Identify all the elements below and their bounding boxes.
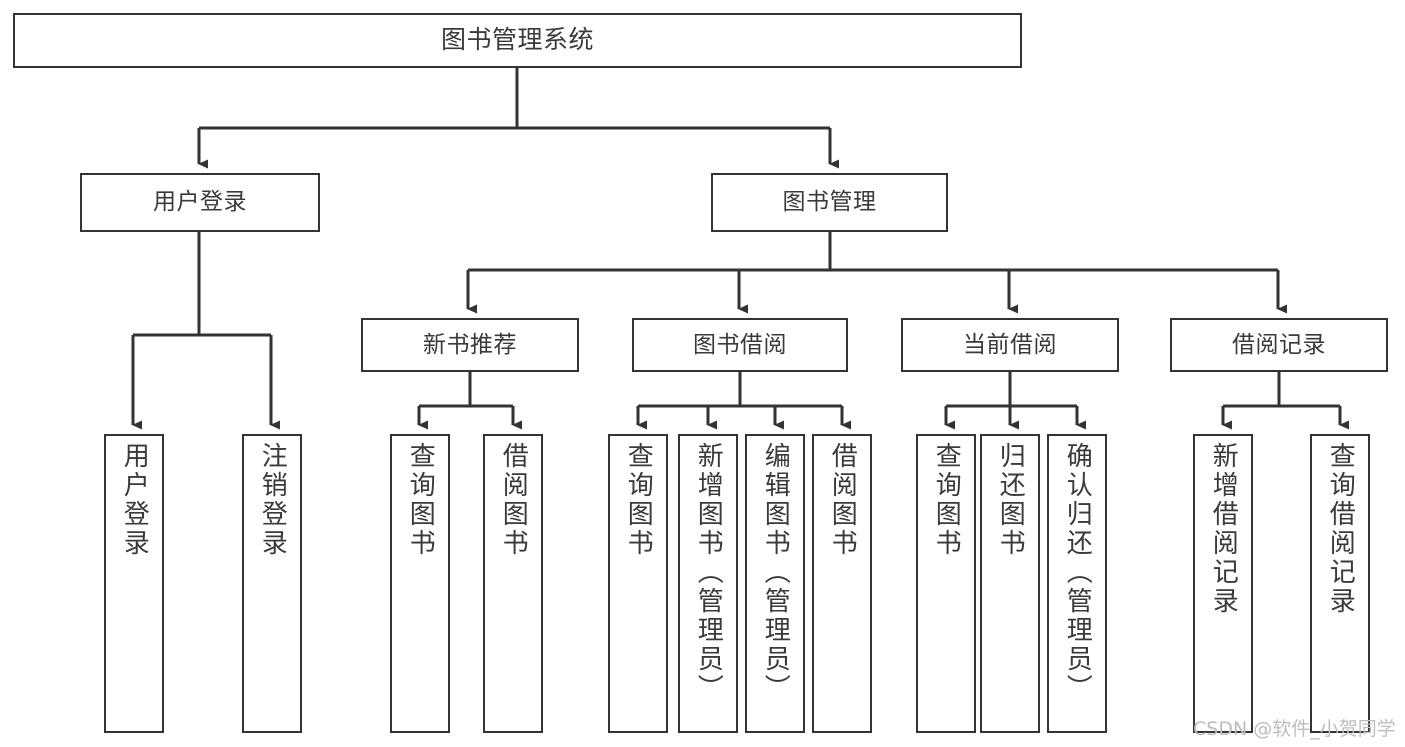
node-label: 编辑图书（管理员） [760, 442, 791, 703]
node-user-login[interactable]: 用户登录 [80, 173, 320, 232]
node-label: 查询借阅记录 [1325, 442, 1356, 616]
node-leaf-logout[interactable]: 注销登录 [242, 434, 302, 733]
node-leaf-query-borrow-record[interactable]: 查询借阅记录 [1310, 434, 1370, 733]
node-leaf-return-book[interactable]: 归还图书 [980, 434, 1040, 733]
node-label: 确认归还（管理员） [1062, 442, 1093, 703]
node-label: 当前借阅 [963, 331, 1057, 358]
node-leaf-borrow-book-recommend[interactable]: 借阅图书 [483, 434, 543, 733]
node-leaf-query-book-recommend[interactable]: 查询图书 [390, 434, 450, 733]
node-leaf-edit-book-admin[interactable]: 编辑图书（管理员） [745, 434, 805, 733]
node-label: 借阅记录 [1232, 331, 1326, 358]
node-label: 借阅图书 [498, 442, 529, 558]
node-label: 归还图书 [995, 442, 1026, 558]
node-leaf-borrow-book[interactable]: 借阅图书 [812, 434, 872, 733]
node-new-book-recommend[interactable]: 新书推荐 [361, 318, 579, 372]
node-leaf-user-login[interactable]: 用户登录 [104, 434, 164, 733]
node-leaf-confirm-return-admin[interactable]: 确认归还（管理员） [1047, 434, 1107, 733]
node-label: 新增图书（管理员） [693, 442, 724, 703]
node-leaf-add-book-admin[interactable]: 新增图书（管理员） [678, 434, 738, 733]
node-book-borrow[interactable]: 图书借阅 [632, 318, 848, 372]
node-label: 图书管理 [782, 189, 877, 216]
node-current-borrow[interactable]: 当前借阅 [901, 318, 1119, 372]
node-label: 图书借阅 [693, 331, 787, 358]
node-leaf-query-book-current[interactable]: 查询图书 [916, 434, 976, 733]
node-book-manage[interactable]: 图书管理 [711, 173, 948, 232]
node-label: 借阅图书 [827, 442, 858, 558]
node-label: 图书管理系统 [440, 25, 594, 55]
node-label: 注销登录 [257, 442, 288, 558]
node-label: 查询图书 [623, 442, 654, 558]
node-label: 查询图书 [931, 442, 962, 558]
node-borrow-record[interactable]: 借阅记录 [1170, 318, 1388, 372]
node-label: 新增借阅记录 [1208, 442, 1239, 616]
csdn-watermark: CSDN @软件_小贺同学 [1193, 718, 1396, 740]
node-label: 用户登录 [119, 442, 150, 558]
node-label: 新书推荐 [423, 331, 517, 358]
node-leaf-query-book-borrow[interactable]: 查询图书 [608, 434, 668, 733]
node-root-system[interactable]: 图书管理系统 [13, 13, 1022, 68]
node-leaf-add-borrow-record[interactable]: 新增借阅记录 [1193, 434, 1253, 733]
node-label: 用户登录 [153, 189, 247, 216]
node-label: 查询图书 [405, 442, 436, 558]
